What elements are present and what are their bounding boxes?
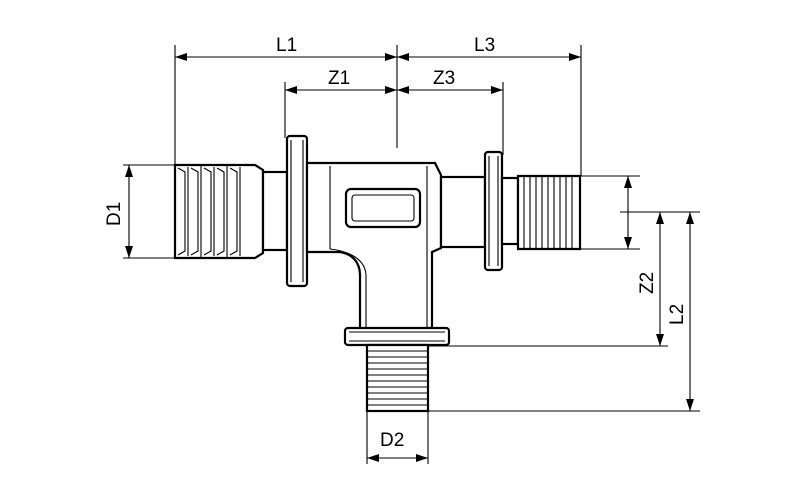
right-insert [516, 174, 582, 251]
tee-body [173, 134, 582, 413]
label-z1: Z1 [328, 68, 350, 89]
inspection-window [344, 187, 422, 229]
right-collar [483, 150, 504, 272]
left-insert [173, 163, 265, 260]
label-l2: L2 [667, 304, 688, 325]
label-z3: Z3 [433, 68, 455, 89]
right-neck [439, 175, 487, 249]
left-neck [261, 170, 289, 252]
label-l1: L1 [276, 35, 297, 56]
label-z2: Z2 [637, 272, 658, 294]
right-insert-ribs [523, 177, 573, 248]
bottom-insert [365, 343, 430, 413]
left-insert-ribs [177, 166, 241, 257]
label-d2: D2 [380, 430, 404, 451]
dimension-lines [125, 53, 694, 462]
label-d1: D1 [104, 202, 125, 226]
label-l3: L3 [474, 35, 495, 56]
left-collar [285, 134, 309, 288]
bottom-insert-ribs [368, 350, 427, 406]
bottom-collar [343, 326, 451, 347]
